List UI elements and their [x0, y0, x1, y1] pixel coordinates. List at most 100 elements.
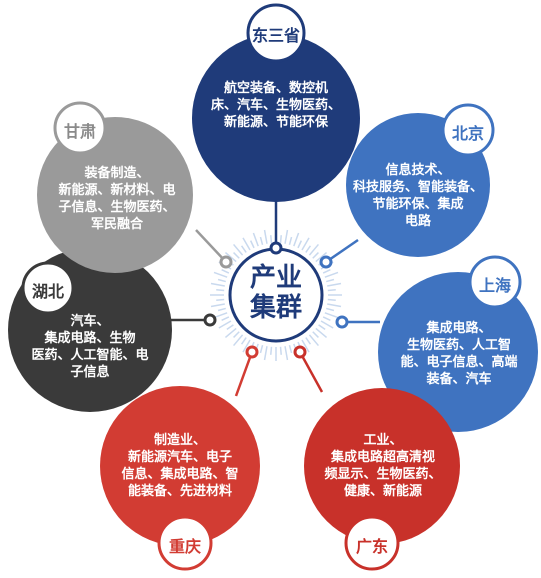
industry-line: 新能源、新材料、电 [58, 183, 176, 198]
sunburst-ray [218, 320, 232, 329]
sunburst-ray [327, 303, 342, 308]
sunburst-ray [221, 316, 230, 322]
sunburst-ray [259, 236, 264, 245]
industry-line: 信息、集成电路、智 [121, 467, 239, 482]
region-name-gansu: 甘肃 [63, 122, 96, 141]
sunburst-ray [242, 237, 251, 251]
dot-guangdong [293, 345, 307, 359]
industry-line: 床、汽车、生物医药、 [210, 98, 341, 113]
industry-line: 新能源汽车、电子 [127, 450, 232, 465]
region-industries-chongqing: 制造业、 新能源汽车、电子 信息、集成电路、智 能装备、先进材料 [105, 432, 255, 500]
sunburst-ray [252, 232, 259, 247]
sunburst-ray [213, 271, 228, 278]
sunburst-ray [249, 240, 255, 249]
tag-gansu [53, 101, 107, 155]
industry-line: 子信息 [70, 365, 110, 380]
connector-gansu [195, 229, 227, 263]
industry-line: 频显示、生物医药、 [324, 467, 442, 482]
industry-line: 电路 [404, 214, 431, 229]
region-industries-shanghai: 集成电路、 生物医药、人工智 能、电子信息、高端 装备、汽车 [384, 320, 534, 388]
sunburst-ray [213, 312, 228, 319]
region-industries-gansu: 装备制造、 新能源、新材料、电 子信息、生物医药、 军民融合 [42, 165, 192, 233]
industry-line: 军民融合 [90, 217, 143, 232]
sunburst-ray [240, 245, 247, 253]
industry-line: 集成电路超高清视 [330, 450, 435, 465]
sunburst-ray [221, 268, 230, 274]
sunburst-ray [263, 346, 268, 361]
industry-line: 节能环保、集成 [372, 197, 464, 212]
sunburst-ray [288, 345, 293, 354]
industry-line: 科技服务、智能装备、 [352, 180, 483, 195]
industry-line: 工业、 [363, 433, 403, 448]
blob-chongqing [100, 386, 260, 546]
sunburst-ray [284, 229, 289, 244]
sunburst-ray [216, 289, 225, 292]
connector-chongqing [234, 351, 254, 397]
sunburst-ray [210, 282, 225, 287]
sunburst-ray [279, 346, 282, 355]
sunburst-ray [270, 346, 273, 355]
tag-dongsansheng [246, 3, 306, 63]
sunburst-ray [318, 324, 326, 331]
sunburst-ray [305, 245, 312, 253]
blob-dongsansheng [192, 34, 360, 202]
tag-guangdong [344, 515, 400, 571]
sunburst-ray [308, 243, 319, 256]
sunburst-ray [315, 327, 328, 338]
industry-line: 能装备、先进材料 [127, 484, 232, 499]
region-name-guangdong: 广东 [355, 537, 388, 556]
sunburst-ray [242, 339, 251, 353]
sunburst-ray [233, 243, 244, 256]
sunburst-ray [217, 278, 226, 283]
region-industries-beijing: 信息技术、 科技服务、智能装备、 节能环保、集成 电路 [343, 162, 493, 230]
sunburst-ray [327, 289, 336, 292]
dot-chongqing [245, 345, 259, 359]
sunburst-ray [320, 320, 334, 329]
sunburst-ray [305, 337, 312, 345]
sunburst-ray [326, 307, 335, 312]
industry-line: 子信息、生物医药、 [58, 200, 176, 215]
sunburst-ray [210, 303, 225, 308]
sunburst-ray [270, 235, 273, 244]
industry-line: 航空装备、数控机 [223, 81, 328, 96]
region-name-dongsansheng: 东三省 [251, 26, 300, 45]
sunburst-ray [326, 278, 335, 283]
sunburst-ray [233, 252, 240, 259]
industry-line: 集成电路、 [426, 321, 492, 336]
sunburst-ray [216, 298, 225, 301]
sunburst-ray [226, 324, 234, 331]
industry-line: 新能源、节能环保 [223, 115, 328, 130]
sunburst-ray [279, 235, 282, 244]
sunburst-ray [293, 232, 300, 247]
region-name-shanghai: 上海 [478, 276, 511, 295]
industry-line: 汽车、 [70, 314, 110, 329]
sunburst-ray [224, 327, 237, 338]
region-industries-guangdong: 工业、 集成电路超高清视 频显示、生物医药、 健康、新能源 [308, 432, 458, 500]
region-name-hubei: 湖北 [31, 282, 64, 301]
tag-chongqing [157, 515, 213, 571]
industry-line: 制造业、 [153, 433, 206, 448]
sunburst-ray [327, 282, 342, 287]
sunburst-ray [284, 346, 289, 361]
tag-beijing [441, 103, 495, 157]
industry-line: 信息技术、 [385, 163, 451, 178]
industry-line: 装备、汽车 [426, 372, 492, 387]
sunburst-ray [240, 337, 247, 345]
sunburst-ray [288, 236, 293, 245]
sunburst-ray [315, 252, 328, 263]
sunburst-ray [233, 334, 244, 347]
blob-gansu [37, 117, 193, 273]
sunburst-ray [263, 229, 268, 244]
sunburst-ray [308, 334, 319, 347]
dot-beijing [319, 255, 333, 269]
industry-line: 生物医药、人工智 [406, 338, 511, 353]
dot-shanghai [335, 315, 349, 329]
industry-line: 医药、人工智能、电 [31, 348, 149, 363]
region-industries-hubei: 汽车、 集成电路、生物 医药、人工智能、电 子信息 [15, 313, 165, 381]
connector-dots [203, 241, 349, 359]
center-label-line1: 产业 [249, 263, 302, 293]
sunburst-ray [327, 298, 336, 301]
dot-dongsansheng [269, 241, 283, 255]
sunburst-ray [301, 339, 310, 353]
